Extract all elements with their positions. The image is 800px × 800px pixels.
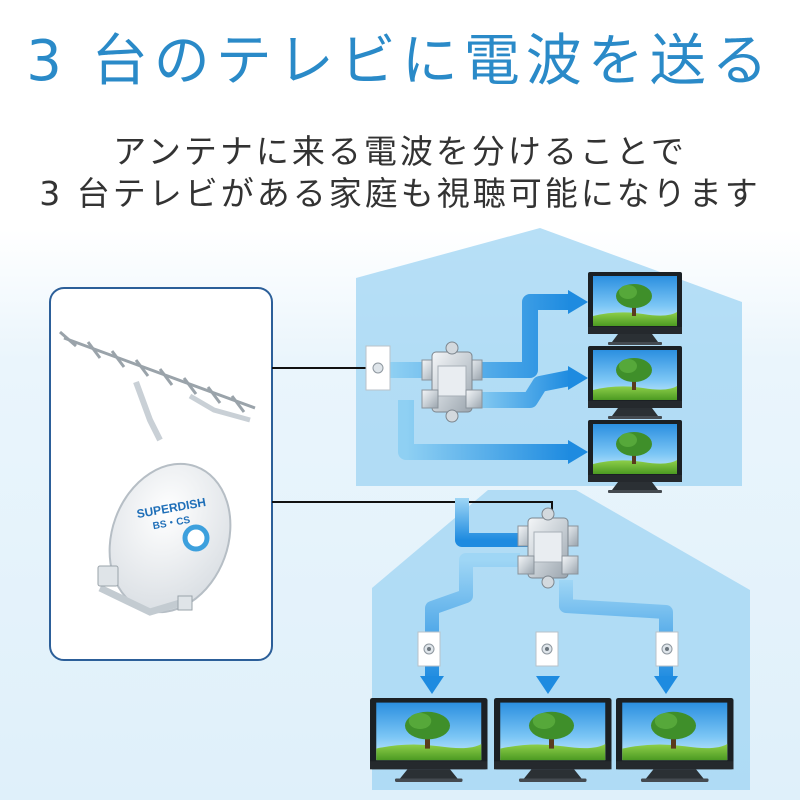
subtitle-line-1: アンテナに来る電波を分けることで: [113, 132, 687, 171]
wall-outlet-lower-3: [655, 631, 679, 667]
page-title: 3 台のテレビに電波を送る: [26, 29, 774, 94]
wall-outlet-lower-1: [417, 631, 441, 667]
wall-outlet-upper: [365, 345, 391, 391]
uhf-antenna-icon: [59, 330, 256, 442]
wall-outlet-lower-2: [535, 631, 559, 667]
satellite-dish-icon: SUPERDISH BS・CS: [97, 462, 232, 616]
lower-arrow-heads: [420, 676, 678, 694]
upper-arrow-heads: [568, 290, 588, 464]
subtitle-line-2: 3 台テレビがある家庭も視聴可能になります: [39, 174, 761, 213]
